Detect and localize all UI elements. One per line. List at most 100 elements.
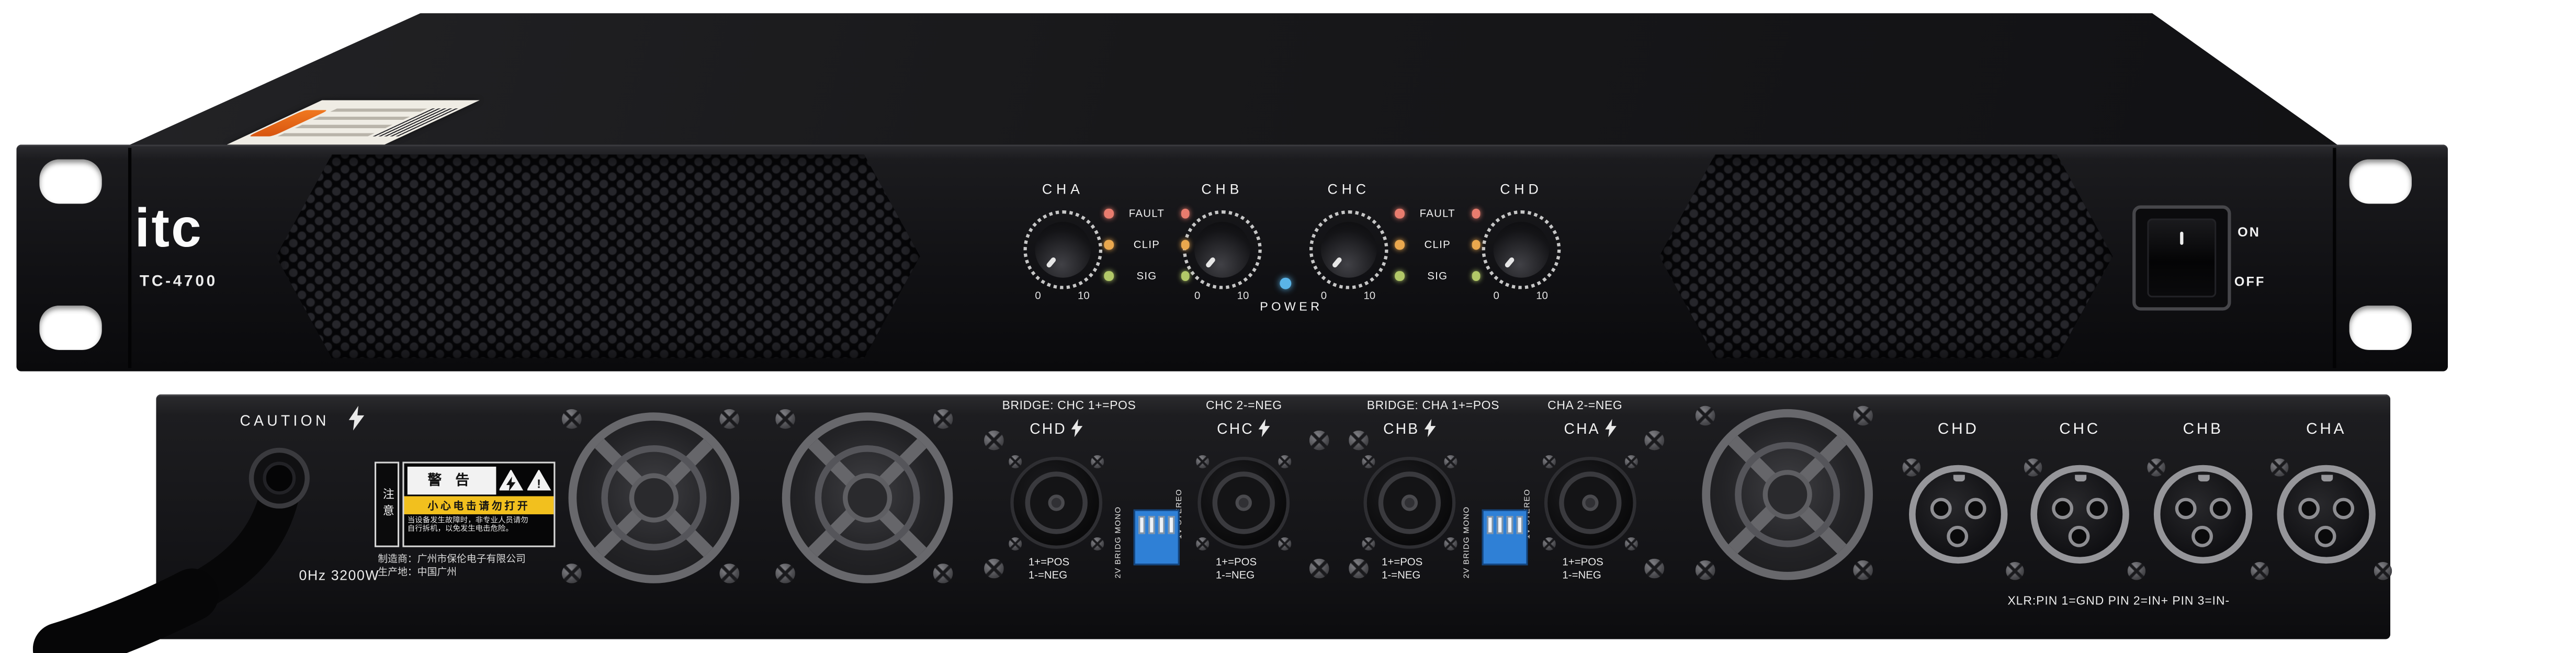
model-number: TC-4700 xyxy=(139,273,218,291)
pinout-line: 1+=POS xyxy=(1215,557,1257,569)
speakon-pinout: 1+=POS 1-=NEG xyxy=(1216,557,1257,583)
cooling-fan xyxy=(782,412,953,583)
power-label: POWER xyxy=(1260,299,1323,314)
sig-led xyxy=(1180,271,1190,281)
switch-on-label: ON xyxy=(2238,225,2261,240)
screw xyxy=(933,409,953,429)
channel-label-cha: CHA xyxy=(1042,181,1084,197)
speakon-pinout: 1+=POS 1-=NEG xyxy=(1382,557,1422,583)
warning-sticker: 注意 警 告 ! 小心电击请勿打开 当设备发生故障时，非专业人员请勿 自行拆机，… xyxy=(374,461,556,547)
fault-label: FAULT xyxy=(1419,208,1455,220)
xlr-label-chd: CHD xyxy=(1937,420,1979,439)
speakon-connector-chc xyxy=(1196,455,1292,551)
screw xyxy=(1309,430,1329,451)
ear-seam-right xyxy=(2333,148,2335,368)
screw xyxy=(984,430,1004,451)
bridge-label-right-2: CHA 2-=NEG xyxy=(1547,397,1623,413)
speakon-pinout: 1+=POS 1-=NEG xyxy=(1562,557,1603,583)
speakon-connector-chd xyxy=(1009,455,1104,551)
bridge-label-right-1: BRIDGE: CHA 1+=POS xyxy=(1366,397,1500,413)
screw xyxy=(775,564,795,583)
scale-max: 10 xyxy=(1078,290,1090,302)
clip-label: CLIP xyxy=(1424,239,1451,251)
warning-fine-print: 当设备发生故障时，非专业人员请勿 自行拆机，以免发生电击危险。 xyxy=(404,514,554,535)
led-cluster-chc-chd: FAULT CLIP SIG xyxy=(1395,208,1481,302)
screw xyxy=(1349,558,1369,579)
sig-label: SIG xyxy=(1136,270,1157,282)
scale-min: 0 xyxy=(1320,290,1327,302)
xlr-connector-chb xyxy=(2147,458,2269,580)
rack-mount-hole xyxy=(39,159,102,204)
dip-switch xyxy=(1482,509,1528,566)
manufacturer-info: 制造商：广州市保伦电子有限公司 生产地：中国广州 xyxy=(378,554,526,580)
pinout-line: 1+=POS xyxy=(1382,557,1423,569)
fault-led xyxy=(1180,209,1190,218)
pinout-line: 1-=NEG xyxy=(1382,570,1421,582)
dip-label-mono: 2V BRIDG MONO xyxy=(1464,506,1472,579)
bridge-label-left-1: BRIDGE: CHC 1+=POS xyxy=(1002,397,1136,413)
warning-title: 警 告 xyxy=(406,466,495,494)
fault-led xyxy=(1395,209,1404,218)
dip-label-mono: 2V BRIDG MONO xyxy=(1115,506,1124,579)
lightning-bolt-icon xyxy=(1259,419,1271,437)
channel-label-chb: CHB xyxy=(1201,181,1244,197)
power-on-mark xyxy=(2179,231,2184,245)
led-cluster-cha-chb: FAULT CLIP SIG xyxy=(1104,208,1190,302)
screw xyxy=(1349,430,1369,451)
cooling-fan xyxy=(568,412,740,583)
speakon-connector-cha xyxy=(1542,455,1638,551)
warning-strip: 小心电击请勿打开 xyxy=(404,496,554,514)
switch-off-label: OFF xyxy=(2234,274,2266,289)
bridge-label-left-2: CHC 2-=NEG xyxy=(1205,397,1282,413)
clip-label: CLIP xyxy=(1133,239,1160,251)
scale-min: 0 xyxy=(1493,290,1499,302)
clip-led xyxy=(1395,240,1404,250)
rack-mount-hole xyxy=(2349,306,2412,350)
screw xyxy=(561,409,582,429)
clip-led xyxy=(1180,240,1190,250)
speakon-label-chc: CHC xyxy=(1206,419,1281,437)
lightning-bolt-icon xyxy=(348,406,365,431)
rack-mount-hole xyxy=(39,306,102,350)
dip-switch-group: 1V STEREO 2V BRIDG MONO xyxy=(1459,487,1541,578)
speakon-label-text: CHB xyxy=(1383,420,1420,436)
xlr-connector-cha xyxy=(2270,458,2392,580)
power-switch xyxy=(2132,205,2231,311)
fault-led xyxy=(1104,209,1113,218)
xlr-label-cha: CHA xyxy=(2306,420,2347,439)
pinout-line: 1+=POS xyxy=(1028,557,1070,569)
screw xyxy=(933,564,953,583)
dip-switch-group: 1V STEREO 2V BRIDG MONO xyxy=(1111,487,1193,578)
ear-seam-left xyxy=(128,148,131,368)
xlr-connector-chd xyxy=(1902,458,2024,580)
sig-led xyxy=(1471,271,1481,281)
lightning-triangle-icon xyxy=(499,469,524,491)
xlr-label-chb: CHB xyxy=(2183,420,2223,439)
scale-max: 10 xyxy=(1237,290,1249,302)
cooling-fan xyxy=(1702,409,1873,580)
lightning-bolt-icon xyxy=(1071,419,1083,437)
gain-knob-chb xyxy=(1183,210,1262,289)
speakon-label-text: CHC xyxy=(1217,420,1254,436)
sig-led xyxy=(1104,271,1113,281)
sig-label: SIG xyxy=(1427,270,1448,282)
brand-logo: itc xyxy=(134,197,203,258)
exclamation-triangle-icon: ! xyxy=(526,469,551,491)
speakon-label-chd: CHD xyxy=(1019,419,1094,437)
screw xyxy=(561,564,582,583)
warning-fine-line: 自行拆机，以免发生电击危险。 xyxy=(407,525,513,533)
screw xyxy=(1695,406,1715,426)
warning-fine-line: 当设备发生故障时，非专业人员请勿 xyxy=(407,516,528,524)
channel-label-chd: CHD xyxy=(1500,181,1543,197)
power-rocker xyxy=(2147,218,2217,298)
pinout-line: 1-=NEG xyxy=(1562,570,1601,582)
screw xyxy=(719,564,740,583)
screw xyxy=(1695,560,1715,580)
power-cable xyxy=(32,447,310,653)
scale-min: 0 xyxy=(1035,290,1041,302)
pinout-line: 1-=NEG xyxy=(1028,570,1068,582)
screw xyxy=(1644,430,1665,451)
speakon-label-chb: CHB xyxy=(1372,419,1447,437)
pinout-line: 1+=POS xyxy=(1562,557,1603,569)
